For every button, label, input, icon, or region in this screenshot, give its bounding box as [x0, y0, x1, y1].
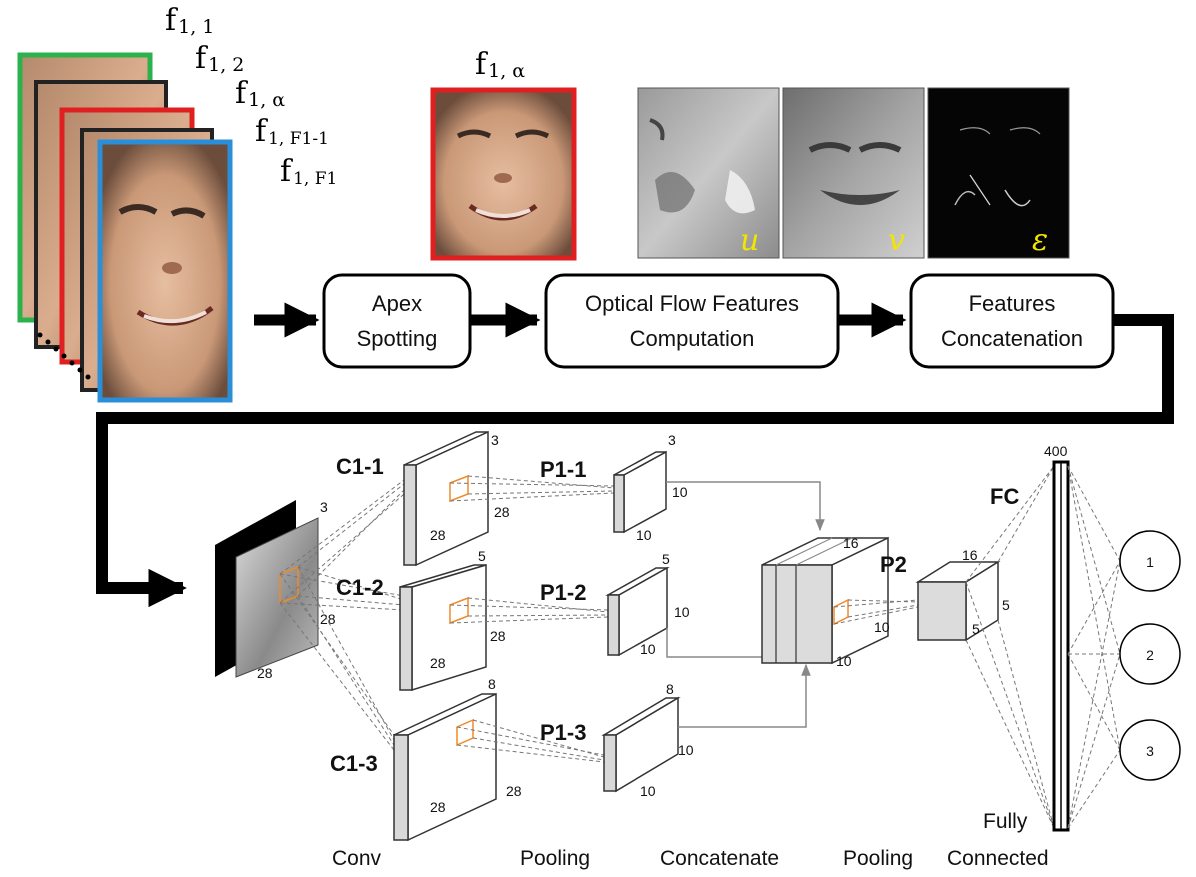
output-node-3-label: 3	[1146, 743, 1154, 759]
fc-units: 400	[1044, 443, 1068, 459]
apex-face-features	[456, 129, 550, 221]
p1-3-height: 10	[640, 783, 656, 799]
bottom-label-connected: Connected	[947, 847, 1049, 870]
input-volume: 3 28 28	[215, 499, 336, 681]
output-node-2: 2	[1119, 623, 1181, 685]
c1-3-width: 28	[506, 783, 522, 799]
pool-p1-3: P1-3 8 10 10	[540, 681, 694, 799]
flow-map-strain: ε	[927, 87, 1070, 259]
pipeline-connector-arrow	[96, 314, 1174, 608]
c1-3-label: C1-3	[330, 751, 378, 776]
input-height-label: 28	[320, 611, 336, 627]
concat-width: 10	[874, 619, 890, 635]
input-width-label: 28	[257, 665, 273, 681]
p2-width: 5	[1002, 597, 1010, 613]
c1-2-label: C1-2	[336, 575, 384, 600]
p1-2-label: P1-2	[540, 580, 586, 605]
p1-3-depth: 8	[666, 681, 674, 697]
apex-spotting-line2: Spotting	[357, 326, 438, 351]
concat-to-pool2-connections	[833, 599, 919, 625]
p1-1-depth: 3	[668, 432, 676, 448]
fc-to-output-connections	[1067, 465, 1121, 829]
pipeline: Apex Spotting Optical Flow Features Comp…	[96, 273, 1174, 608]
face-features	[118, 204, 214, 326]
c1-3-height: 28	[430, 799, 446, 815]
conv-to-pool-connections	[449, 475, 615, 763]
flow-map-v: v	[782, 87, 925, 259]
pool2-to-fc-connections	[965, 465, 1055, 829]
p1-3-label: P1-3	[540, 720, 586, 745]
output-node-3: 3	[1119, 719, 1181, 781]
flow-symbol-strain: ε	[1032, 223, 1048, 258]
c1-2-width: 28	[490, 628, 506, 644]
bottom-label-fully: Fully	[983, 810, 1028, 833]
fc-label: FC	[990, 484, 1019, 509]
optical-flow-box: Optical Flow Features Computation	[544, 273, 840, 369]
pool-p1-1: P1-1 3 10 10	[540, 432, 688, 543]
c1-1-depth: 3	[491, 432, 499, 448]
bottom-labels: Conv Pooling Concatenate Pooling Fully C…	[332, 810, 1049, 870]
frame-last	[97, 139, 233, 403]
features-concat-line1: Features	[969, 291, 1056, 316]
p1-1-label: P1-1	[540, 457, 586, 482]
flow-maps: u v ε	[637, 87, 1070, 259]
output-node-1-label: 1	[1146, 554, 1154, 570]
p1-2-height: 10	[640, 641, 656, 657]
p2-label: P2	[880, 552, 907, 577]
p1-2-depth: 5	[662, 551, 670, 567]
bottom-label-concatenate: Concatenate	[660, 847, 779, 870]
c1-2-depth: 5	[478, 548, 486, 564]
fc-layer: FC 400	[990, 443, 1070, 832]
bottom-label-conv: Conv	[332, 847, 382, 870]
output-node-2-label: 2	[1146, 647, 1154, 663]
output-nodes: 1 2 3	[1119, 530, 1181, 781]
bottom-label-pooling-2: Pooling	[843, 847, 913, 870]
frame-stack	[17, 52, 233, 403]
p1-1-height: 10	[636, 527, 652, 543]
p2-height: 5	[972, 621, 980, 637]
features-concat-box: Features Concatenation	[909, 273, 1115, 369]
input-to-conv-connections	[279, 479, 405, 751]
concat-height: 10	[836, 653, 852, 669]
c1-2-height: 28	[430, 655, 446, 671]
bottom-label-pooling-1: Pooling	[520, 847, 590, 870]
flow-symbol-v: v	[888, 223, 905, 258]
input-depth-label: 3	[320, 499, 328, 515]
c1-3-depth: 8	[488, 676, 496, 692]
output-node-1: 1	[1119, 530, 1181, 592]
optical-flow-line1: Optical Flow Features	[585, 291, 799, 316]
flow-symbol-u: u	[740, 223, 759, 258]
apex-spotting-box: Apex Spotting	[322, 273, 472, 369]
p1-3-width: 10	[678, 742, 694, 758]
conv-c1-1: C1-1 3 28 28	[336, 430, 510, 567]
concat-depth: 16	[843, 535, 859, 551]
network: 3 28 28 C1-1 3 28 28	[215, 430, 1181, 842]
features-concat-line2: Concatenation	[941, 326, 1083, 351]
c1-1-label: C1-1	[336, 454, 384, 479]
concat-volume: 16 10 10	[761, 535, 890, 669]
flow-map-u: u	[637, 87, 780, 259]
p1-1-width: 10	[672, 484, 688, 500]
pool-p1-2: P1-2 5 10 10	[540, 551, 690, 657]
apex-spotting-line1: Apex	[372, 291, 422, 316]
optical-flow-line2: Computation	[630, 326, 755, 351]
frame-stack-dots	[37, 332, 91, 380]
p1-2-width: 10	[674, 604, 690, 620]
c1-1-width: 28	[494, 504, 510, 520]
p2-depth: 16	[962, 547, 978, 563]
conv-c1-3: C1-3 8 28 28	[330, 676, 522, 842]
pool-p2: P2 16 5 5	[880, 547, 1010, 642]
conv-c1-2: C1-2 5 28 28	[336, 548, 506, 692]
c1-1-height: 28	[430, 527, 446, 543]
